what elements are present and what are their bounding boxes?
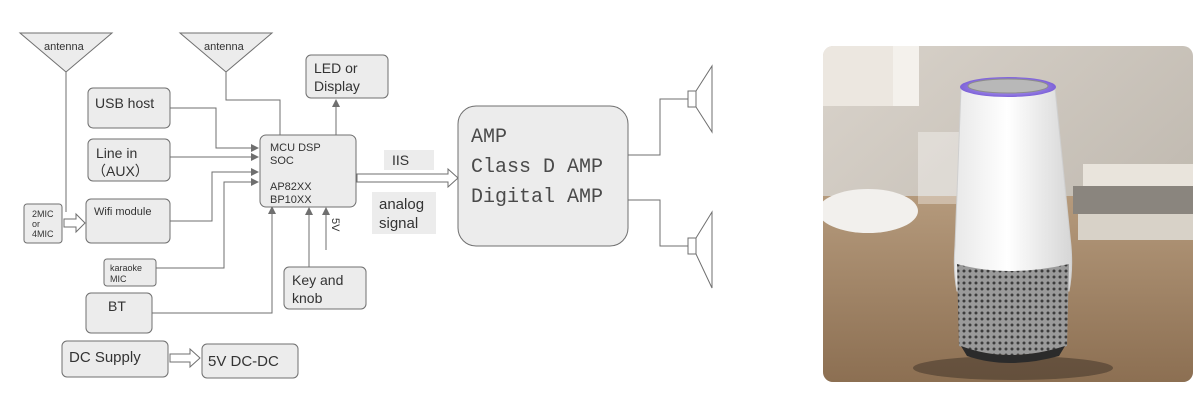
svg-text:MCU DSP: MCU DSP bbox=[270, 142, 321, 154]
svg-text:Line in: Line in bbox=[96, 145, 137, 161]
dc-dc-block: 5V DC-DC bbox=[201, 343, 299, 379]
usb-host-block: USB host bbox=[87, 87, 259, 152]
wifi-module-block: Wifi module bbox=[85, 168, 259, 244]
amp-block: AMP Class D AMP Digital AMP bbox=[457, 105, 629, 247]
svg-text:LED or: LED or bbox=[314, 60, 358, 76]
antenna-center-label: antenna bbox=[204, 41, 245, 53]
svg-text:SOC: SOC bbox=[270, 155, 294, 167]
key-knob-block: Key and knob bbox=[283, 207, 367, 310]
svg-text:or: or bbox=[32, 219, 40, 229]
karaoke-mic-block: karaoke MIC bbox=[103, 178, 259, 287]
antenna-left-label: antenna bbox=[44, 41, 85, 53]
svg-text:karaoke: karaoke bbox=[110, 263, 142, 273]
mic-options-block: 2MIC or 4MIC bbox=[23, 203, 86, 244]
line-in-block: Line in （AUX） bbox=[87, 138, 259, 182]
svg-text:5V DC-DC: 5V DC-DC bbox=[208, 353, 279, 370]
svg-text:Digital AMP: Digital AMP bbox=[471, 186, 603, 209]
antenna-center: antenna bbox=[178, 32, 281, 135]
block-diagram: antenna antenna LED or Display USB host … bbox=[18, 32, 713, 379]
svg-text:Display: Display bbox=[314, 78, 360, 94]
svg-text:5V: 5V bbox=[329, 218, 341, 232]
power-5v: 5V bbox=[322, 207, 341, 250]
iis-label: IIS bbox=[392, 152, 409, 168]
bt-block: BT bbox=[85, 206, 276, 334]
svg-text:2MIC: 2MIC bbox=[32, 209, 54, 219]
soc-to-amp-link: IIS analog signal bbox=[356, 150, 459, 234]
svg-text:（AUX）: （AUX） bbox=[92, 163, 149, 179]
svg-text:Key and: Key and bbox=[292, 272, 343, 288]
soc-block: MCU DSP SOC AP82XX BP10XX bbox=[259, 134, 357, 208]
speaker-bottom-icon bbox=[628, 199, 713, 289]
svg-text:DC Supply: DC Supply bbox=[69, 349, 141, 366]
svg-text:Class D AMP: Class D AMP bbox=[471, 156, 603, 179]
svg-text:MIC: MIC bbox=[110, 274, 127, 284]
smart-speaker-photo bbox=[823, 46, 1193, 382]
antenna-left: antenna bbox=[18, 32, 114, 212]
speaker-top-icon bbox=[628, 64, 713, 156]
svg-text:signal: signal bbox=[379, 215, 418, 232]
svg-text:4MIC: 4MIC bbox=[32, 229, 54, 239]
svg-text:USB host: USB host bbox=[95, 95, 154, 111]
svg-text:Wifi module: Wifi module bbox=[94, 206, 151, 218]
svg-text:AMP: AMP bbox=[471, 126, 507, 149]
svg-text:AP82XX: AP82XX bbox=[270, 181, 312, 193]
svg-text:BT: BT bbox=[108, 298, 126, 314]
analog-signal-label: analog bbox=[379, 196, 424, 213]
led-display-block: LED or Display bbox=[305, 54, 389, 135]
svg-text:BP10XX: BP10XX bbox=[270, 194, 312, 206]
dc-supply-block: DC Supply bbox=[61, 340, 201, 378]
svg-text:knob: knob bbox=[292, 290, 323, 306]
